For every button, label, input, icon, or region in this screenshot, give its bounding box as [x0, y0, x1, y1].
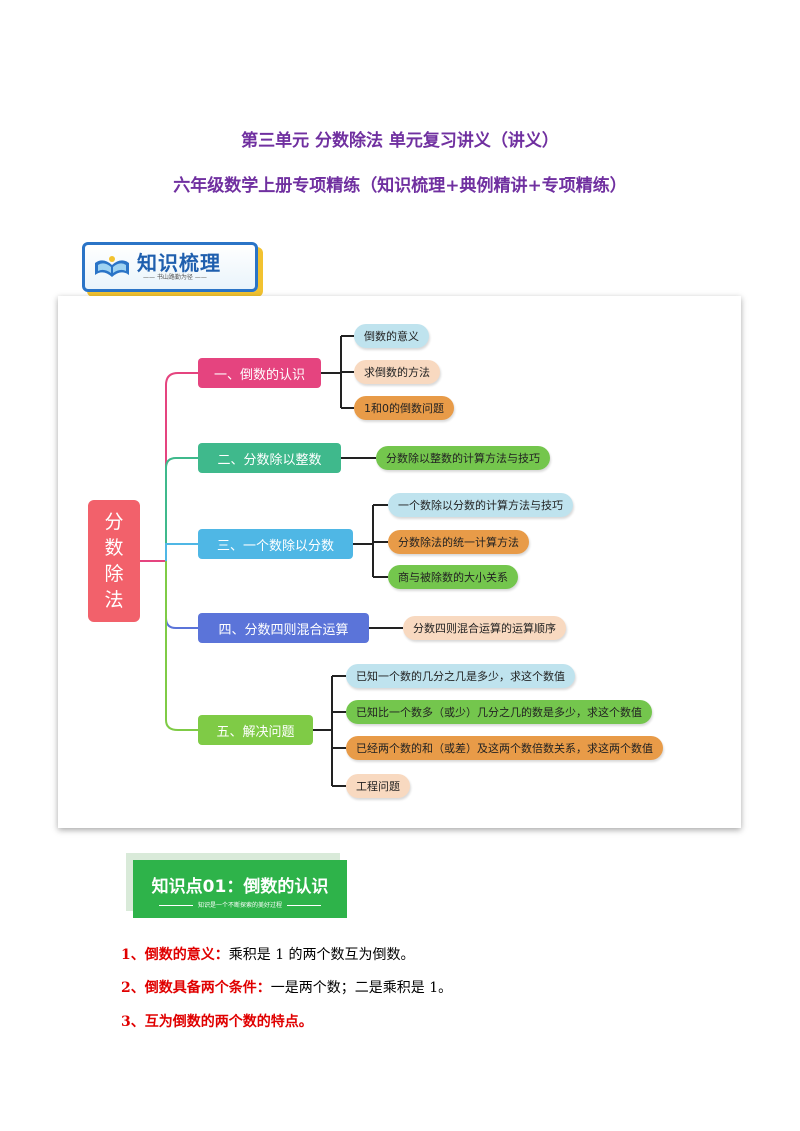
leaf-divide-fraction-method: 一个数除以分数的计算方法与技巧	[388, 493, 573, 517]
point-reciprocal-conditions: 2、倒数具备两个条件：一是两个数；二是乘积是 1。	[121, 980, 453, 996]
leaf-fraction-integer-method: 分数除以整数的计算方法与技巧	[376, 446, 550, 470]
knowledge-summary-banner: 知识梳理 —— 书山路勤为径 ——	[82, 242, 258, 292]
branch-number-divided-by-fraction: 三、一个数除以分数	[198, 529, 353, 559]
knowledge-point-tagline: 知识是一个不断探索的美好过程	[133, 900, 347, 909]
knowledge-point-title: 知识点01：倒数的认识	[151, 877, 329, 897]
point-reciprocal-meaning: 1、倒数的意义：乘积是 1 的两个数互为倒数。	[121, 947, 415, 963]
leaf-reciprocal-meaning: 倒数的意义	[354, 324, 429, 348]
branch-mixed-operations: 四、分数四则混合运算	[198, 613, 369, 643]
leaf-quotient-relation: 商与被除数的大小关系	[388, 565, 518, 589]
leaf-reciprocal-method: 求倒数的方法	[354, 360, 440, 384]
knowledge-point-banner: 知识点01：倒数的认识 知识是一个不断探索的美好过程	[126, 853, 347, 918]
leaf-find-whole: 已知一个数的几分之几是多少，求这个数值	[346, 664, 575, 688]
mind-map: 分数 除法 一、倒数的认识 二、分数除以整数 三、一个数除以分数 四、分数四则混…	[58, 296, 741, 828]
mind-map-connectors	[140, 335, 403, 787]
point-reciprocal-features: 3、互为倒数的两个数的特点。	[121, 1014, 313, 1030]
leaf-operation-order: 分数四则混合运算的运算顺序	[403, 616, 566, 640]
leaf-work-problem: 工程问题	[346, 774, 410, 798]
document-subtitle: 六年级数学上册专项精练（知识梳理+典例精讲+专项精练）	[173, 176, 627, 196]
leaf-unified-method: 分数除法的统一计算方法	[388, 530, 529, 554]
branch-reciprocal: 一、倒数的认识	[198, 358, 321, 388]
banner-tagline: —— 书山路勤为径 ——	[143, 274, 207, 281]
banner-title: 知识梳理	[137, 251, 221, 275]
mind-map-root: 分数 除法	[88, 500, 140, 622]
open-book-icon	[95, 256, 129, 277]
leaf-sum-difference-multiple: 已经两个数的和（或差）及这两个数倍数关系，求这两个数值	[346, 736, 663, 760]
leaf-reciprocal-one-zero: 1和0的倒数问题	[354, 396, 454, 420]
leaf-more-or-less: 已知比一个数多（或少）几分之几的数是多少，求这个数值	[346, 700, 652, 724]
document-title: 第三单元 分数除法 单元复习讲义（讲义）	[241, 131, 559, 151]
branch-problem-solving: 五、解决问题	[198, 715, 313, 745]
branch-fraction-divided-by-integer: 二、分数除以整数	[198, 443, 341, 473]
